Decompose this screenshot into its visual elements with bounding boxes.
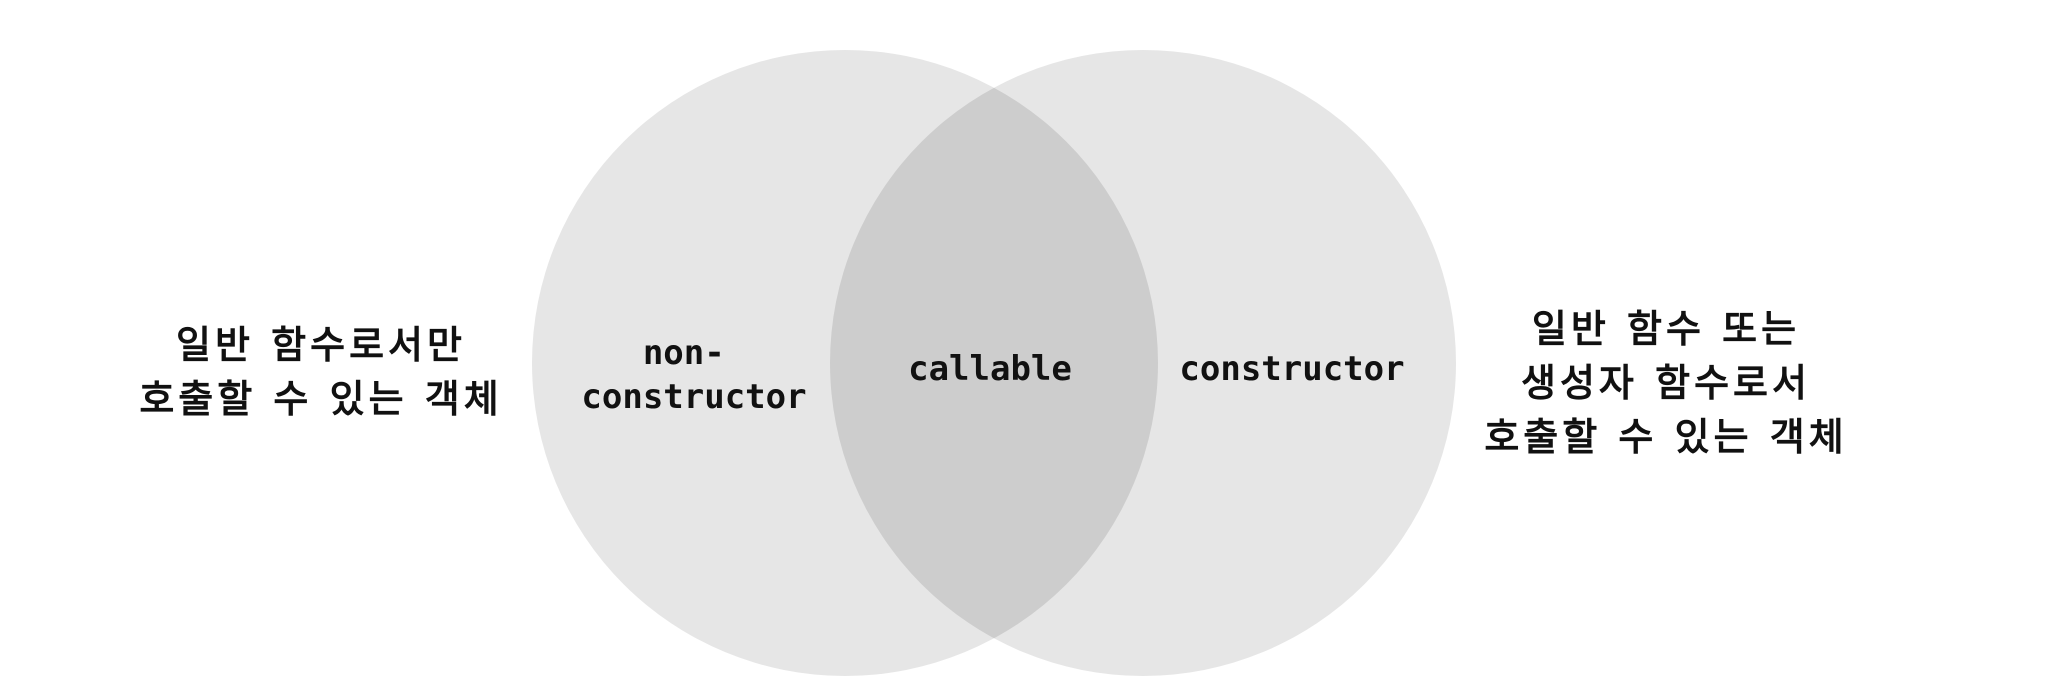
right-set-label: constructor [1179, 349, 1404, 389]
left-set-label: non- constructor [581, 333, 806, 417]
left-description-line-1: 일반 함수로서만 [176, 323, 466, 367]
right-description: 일반 함수 또는 생성자 함수로서 호출할 수 있는 객체 [1436, 302, 1896, 464]
right-description-line-2: 생성자 함수로서 [1521, 361, 1811, 405]
intersection-label: callable [908, 349, 1072, 389]
right-description-line-3: 호출할 수 있는 객체 [1484, 415, 1848, 459]
left-set-label-line-2: constructor [581, 377, 806, 417]
left-set-label-line-1: non- [643, 333, 725, 373]
overlap-callable [830, 50, 1158, 676]
left-description-line-2: 호출할 수 있는 객체 [139, 377, 503, 421]
left-description: 일반 함수로서만 호출할 수 있는 객체 [91, 318, 551, 426]
right-description-line-1: 일반 함수 또는 [1531, 307, 1801, 351]
